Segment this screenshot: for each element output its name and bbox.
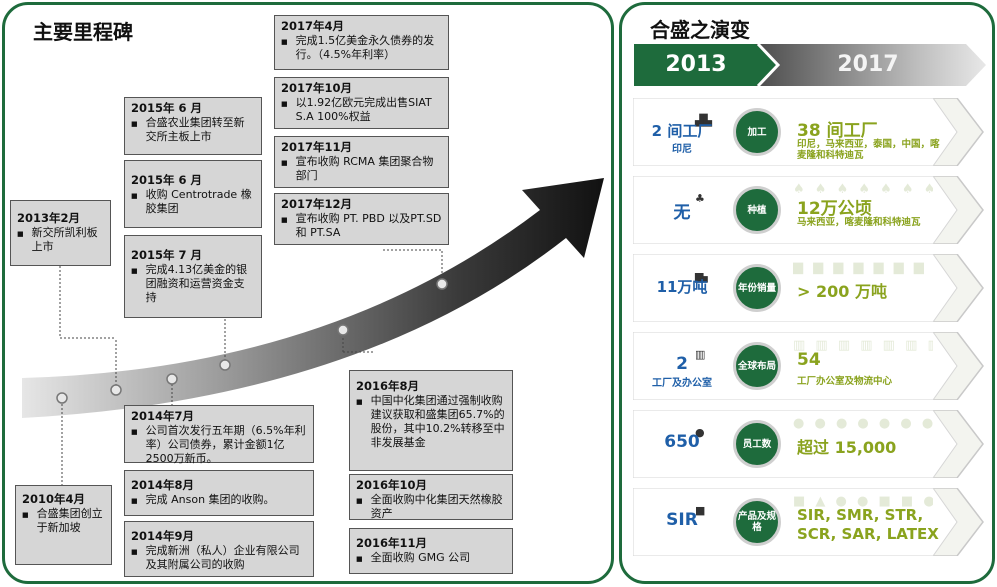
milestone-2016-11: 2016年11月 ■全面收购 GMG 公司 [349, 528, 513, 574]
row-detail-2017: 马来西亚，喀麦隆和科特迪瓦 [797, 217, 921, 228]
ghost-icons: ■ ▲ ● ● ■ ■ ● [793, 494, 933, 509]
product-icon: ■ [695, 504, 706, 517]
milestone-2014-08: 2014年8月 ■完成 Anson 集团的收购。 [124, 470, 314, 516]
milestone-2015-06-b: 2015年 6 月 ■收购 Centrotrade 橡胶集团 [124, 160, 262, 228]
evolution-row: ●650 员工数 ● ● ● ● ● ● ● ● 超过 15,000 [633, 410, 985, 478]
row-value-2017: 超过 15,000 [797, 438, 897, 457]
people-icon: ● [695, 426, 705, 439]
evolution-title: 合盛之演变 [650, 18, 750, 42]
row-value-2013: SIR [666, 510, 698, 530]
row-value-2013: 2 间工厂 [651, 122, 713, 140]
ghost-icons: ● ● ● ● ● ● ● ● [793, 416, 933, 431]
milestone-2015-06-a: 2015年 6 月 ■合盛农业集团转至新交所主板上市 [124, 97, 262, 155]
timeline-dots [56, 278, 448, 404]
evolution-row: ▥ 2 工厂及办公室 全球布局 ▥ ▥ ▥ ▥ ▥ ▥ ▥ ▥54 工厂办公室及物流中心 [633, 332, 985, 400]
milestone-2017-10: 2017年10月 ■以1.92亿欧元完成出售SIAT S.A 100%权益 [274, 77, 449, 129]
milestone-2016-08: 2016年8月 ■中国中化集团通过强制收购建议获取和盛集团65.7%的股份，其中… [349, 370, 513, 471]
building-icon: ▥ [695, 348, 706, 361]
row-category-badge: 全球布局 [733, 342, 781, 390]
row-category-badge: 产品及规格 [733, 498, 781, 546]
connector-lines [59, 249, 443, 485]
milestone-2015-07: 2015年 7 月 ■完成4.13亿美金的银团融资和运营资金支持 [124, 235, 262, 318]
row-detail-2017: 工厂办公室及物流中心 [797, 376, 893, 387]
row-chevron-bg [633, 176, 984, 244]
ghost-icons: ♠ ♠ ♠ ♠ ♠ ♠ ♠ ♠ [793, 182, 933, 197]
row-value-2017: SIR, SMR, STR,SCR, SAR, LATEX [797, 506, 939, 543]
year-to: 2017 [837, 52, 899, 77]
milestone-2010-04: 2010年4月 ■合盛集团创立于新加坡 [15, 485, 112, 565]
row-chevron-bg [633, 488, 984, 556]
row-value-2017: > 200 万吨 [797, 282, 887, 301]
row-category-badge: 年份销量 [733, 264, 781, 312]
milestone-2017-12: 2017年12月 ■宣布收购 PT. PBD 以及PT.SD 和 PT.SA [274, 193, 449, 245]
year-from: 2013 [665, 52, 727, 77]
ghost-icons: ▥ ▥ ▥ ▥ ▥ ▥ ▥ ▥ [793, 338, 933, 353]
truck-icon: ▆▖ [695, 270, 712, 283]
row-category-badge: 加工 [733, 108, 781, 156]
row-chevron-bg [633, 410, 984, 478]
milestones-title: 主要里程碑 [33, 20, 133, 44]
row-chevron-bg [633, 254, 984, 322]
row-value-2013: 无 [673, 203, 691, 223]
row-value-2017: 54 [797, 350, 821, 370]
milestone-2016-10: 2016年10月 ■全面收购中化集团天然橡胶资产 [349, 474, 513, 520]
row-value-2017: 12万公顷 [797, 199, 872, 219]
row-category-badge: 种植 [733, 186, 781, 234]
row-chevron-bg [633, 332, 984, 400]
milestone-2017-11: 2017年11月 ■宣布收购 RCMA 集团聚合物部门 [274, 136, 449, 188]
factory-icon: ▟▙ [695, 114, 712, 127]
milestone-2013-02: 2013年2月 ■新交所凯利板上市 [10, 200, 111, 266]
row-value-2013: 650 [664, 432, 700, 452]
row-category-badge: 员工数 [733, 420, 781, 468]
row-sub-2013: 印尼 [672, 144, 692, 155]
milestone-2014-09: 2014年9月 ■完成新洲（私人）企业有限公司及其附属公司的收购 [124, 521, 314, 577]
evolution-row: ▟▙2 间工厂印尼 加工 38 间工厂印尼，马来西亚，泰国，中国，喀麦隆和科特迪瓦 [633, 98, 985, 166]
row-value-2017: 38 间工厂 [797, 121, 878, 141]
year-banner [634, 44, 986, 86]
row-chevron-bg [633, 98, 984, 166]
evolution-row: ▆▖11万吨 年份销量 ▆ ▆ ▆ ▆ ▆ ▆ ▆ ▆ > 200 万吨 [633, 254, 985, 322]
row-sub-2013: 工厂及办公室 [652, 378, 712, 389]
timeline-arrow-shape [22, 178, 604, 418]
milestone-2017-04: 2017年4月 ■完成1.5亿美金永久债券的发行。（4.5%年利率） [274, 15, 449, 70]
row-detail-2017: 印尼，马来西亚，泰国，中国，喀麦隆和科特迪瓦 [797, 139, 940, 161]
evolution-row: ■SIR 产品及规格 ■ ▲ ● ● ■ ■ ●SIR, SMR, STR,SCR,… [633, 488, 985, 556]
row-value-2013: 11万吨 [656, 278, 708, 296]
milestone-2014-07: 2014年7月 ■公司首次发行五年期（6.5%年利率）公司债券，累计金额1亿25… [124, 405, 314, 465]
ghost-icons: ▆ ▆ ▆ ▆ ▆ ▆ ▆ ▆ [793, 260, 933, 275]
row-value-2013: 2 [676, 354, 688, 374]
tree-icon: ♣ [695, 192, 705, 205]
